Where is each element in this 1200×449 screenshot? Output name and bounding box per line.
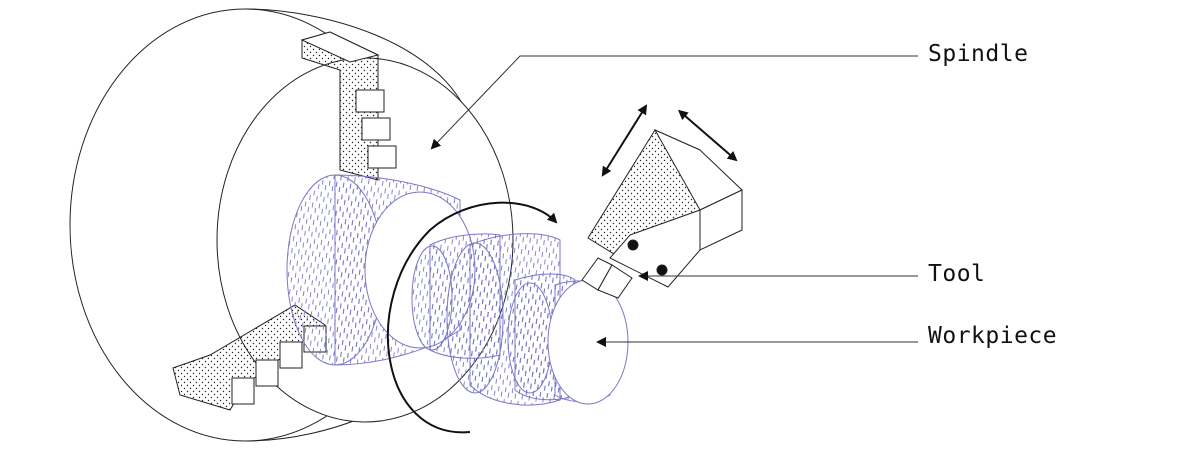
cutting-insert [581,257,633,299]
tool-label: Tool [928,261,986,287]
rotation-arrow-icon [386,201,558,434]
leader-lines [430,55,918,347]
tool-post [587,128,743,288]
workpiece [411,233,629,406]
spindle-label: Spindle [928,41,1029,67]
chuck-jaws [172,31,397,411]
workpiece-label: Workpiece [928,323,1058,349]
double-arrow-icon [601,104,738,177]
